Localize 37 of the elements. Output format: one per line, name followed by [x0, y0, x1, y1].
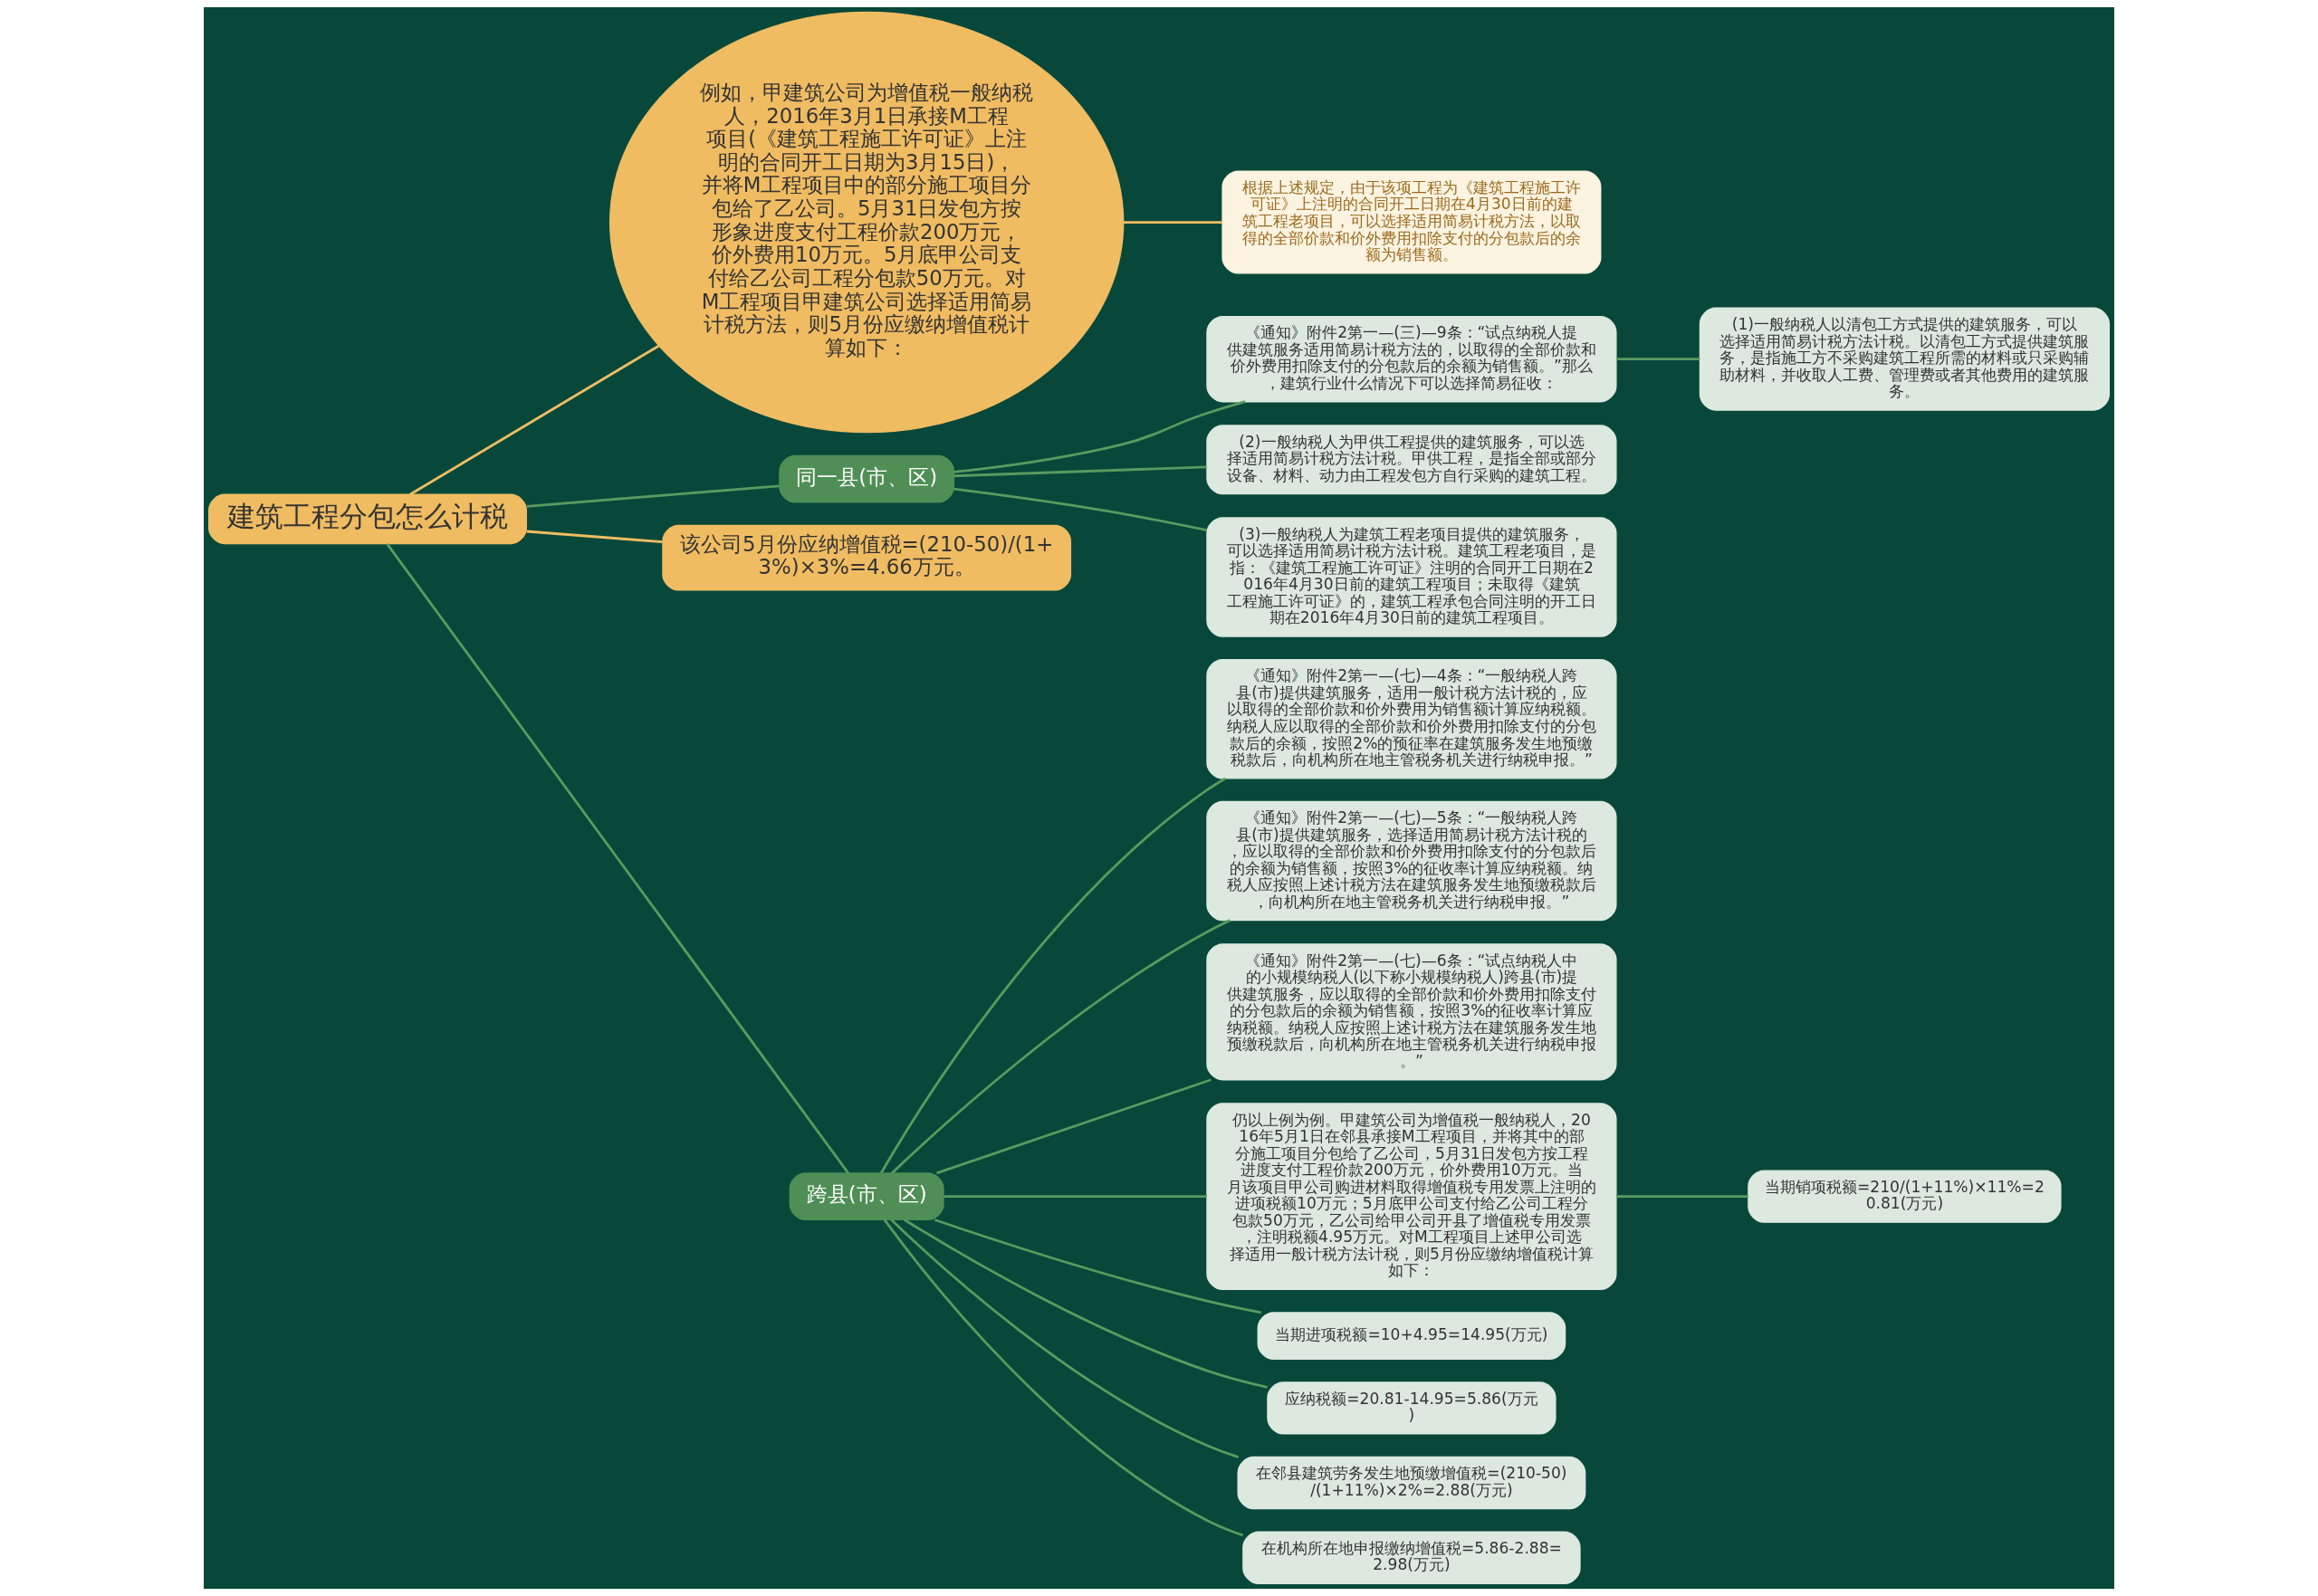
- connector: [526, 484, 780, 508]
- node-box: 根据上述规定，由于该项工程为《建筑工程施工许可证》上注明的合同开工日期在4月30日前的建筑工程老项目，可以选择适用简易计税方法，以取得的全部价款和价外费用扣除支付的分包款后的余额为销售额。: [1221, 170, 1602, 274]
- node-box: (3)一般纳税人为建筑工程老项目提供的建筑服务，可以选择适用简易计税方法计税。建筑工程老项目，是指：《建筑工程施工许可证》注明的合同开工日期在2016年4月30日前的建筑工程项目；未取得《建筑工程施工许可证》的，建筑工程承包合同注明的开工日期在2016年4月30日前的建筑工程项目。: [1206, 517, 1617, 637]
- node-box: 当期销项税额=210/(1+11%)×11%=20.81(万元): [1748, 1170, 2062, 1223]
- connector: [953, 487, 1208, 532]
- connector: [953, 465, 1207, 478]
- connector: [880, 777, 1226, 1174]
- connector: [526, 530, 663, 544]
- node-box: 应纳税额=20.81-14.95=5.86(万元): [1267, 1381, 1557, 1435]
- node-box: 《通知》附件2第一—(七)—6条：“试点纳税人中的小规模纳税人(以下称小规模纳税人)跨县(市)提供建筑服务，应以取得的全部价款和价外费用扣除支付的分包款后的余额为销售额，按照3%的征收率计算应纳税额。纳税人应按照上述计税方法在建筑服务发生地预缴税款后，向机构所在地主管税务机关进行纳税申报。”: [1206, 943, 1617, 1081]
- node-box: (2)一般纳税人为甲供工程提供的建筑服务，可以选择适用简易计税方法计税。甲供工程，是指全部或部分设备、材料、动力由工程发包方自行采购的建筑工程。: [1206, 425, 1617, 495]
- node-box: 《通知》附件2第一—(三)—9条：“试点纳税人提供建筑服务适用简易计税方法的，以取得的全部价款和价外费用扣除支付的分包款后的余额为销售额。”那么，建筑行业什么情况下可以选择简易征收：: [1206, 315, 1617, 403]
- connector: [936, 1078, 1212, 1175]
- connector: [934, 1219, 1261, 1314]
- connector: [1615, 358, 1700, 361]
- node-box: 《通知》附件2第一—(七)—4条：“一般纳税人跨县(市)提供建筑服务，适用一般计税方法计税的，应以取得的全部价款和价外费用为销售额计算应纳税额。纳税人应以取得的全部价款和价外费用扣除支付的分包款后的余额，按照2%的预征率在建筑服务发生地预缴税款后，向机构所在地主管税务机关进行纳税申报。”: [1206, 659, 1617, 779]
- node-box: 仍以上例为例。甲建筑公司为增值税一般纳税人，2016年5月1日在邻县承接M工程项目，并将其中的部分施工项目分包给了乙公司，5月31日发包方按工程进度支付工程价款200万元，价外费用10万元。当月该项目甲公司购进材料取得增值税专用发票上注明的进项税额10万元；5月底甲公司支付给乙公司工程分包款50万元，乙公司给甲公司开县了增值税专用发票，注明税额4.95万元。对M工程项目上述甲公司选择适用一般计税方法计税，则5月份应缴纳增值税计算如下：: [1206, 1103, 1617, 1290]
- connector: [409, 344, 660, 496]
- node-box: 在机构所在地申报缴纳增值税=5.86-2.88=2.98(万元): [1242, 1531, 1581, 1584]
- connector: [1615, 1195, 1748, 1199]
- node-ellipse: 例如，甲建筑公司为增值税一般纳税人，2016年3月1日承接M工程项目(《建筑工程施工许可证》上注明的合同开工日期为3月15日)，并将M工程项目中的部分施工项目分包给了乙公司。5月31日发包方按形象进度支付工程价款200万元，价外费用10万元。5月底甲公司支付给乙公司工程分包款50万元。对M工程项目甲建筑公司选择适用简易计税方法，则5月份应缴纳增值税计算如下：: [609, 11, 1125, 434]
- connector: [943, 1195, 1207, 1199]
- node-box: 当期进项税额=10+4.95=14.95(万元): [1257, 1312, 1566, 1360]
- connector: [953, 400, 1246, 473]
- connector: [904, 1219, 1268, 1389]
- node-box: 该公司5月份应纳增值税=(210-50)/(1+3%)×3%=4.66万元。: [662, 524, 1072, 591]
- node-box: (1)一般纳税人以清包工方式提供的建筑服务，可以选择适用简易计税方法计税。以清包工方式提供建筑服务，是指施工方不采购建筑工程所需的材料或只采购辅助材料，并收取人工费、管理费或者其他费用的建筑服务。: [1699, 307, 2110, 411]
- node-box: 同一县(市、区): [779, 454, 955, 503]
- connector: [1123, 221, 1222, 224]
- node-box: 《通知》附件2第一—(七)—5条：“一般纳税人跨县(市)提供建筑服务，选择适用简易计税方法计税的，应以取得的全部价款和价外费用扣除支付的分包款后的余额为销售额，按照3%的征收率计算应纳税额。纳税人应按照上述计税方法在建筑服务发生地预缴税款后，向机构所在地主管税务机关进行纳税申报。”: [1206, 800, 1617, 922]
- connector: [891, 919, 1231, 1174]
- node-box: 跨县(市、区): [789, 1172, 944, 1221]
- connector: [883, 1219, 1244, 1537]
- node-box: 建筑工程分包怎么计税: [208, 493, 528, 545]
- connector: [890, 1219, 1240, 1458]
- node-box: 在邻县建筑劳务发生地预缴增值税=(210-50)/(1+11%)×2%=2.88(万元): [1237, 1456, 1586, 1510]
- connector: [386, 543, 849, 1174]
